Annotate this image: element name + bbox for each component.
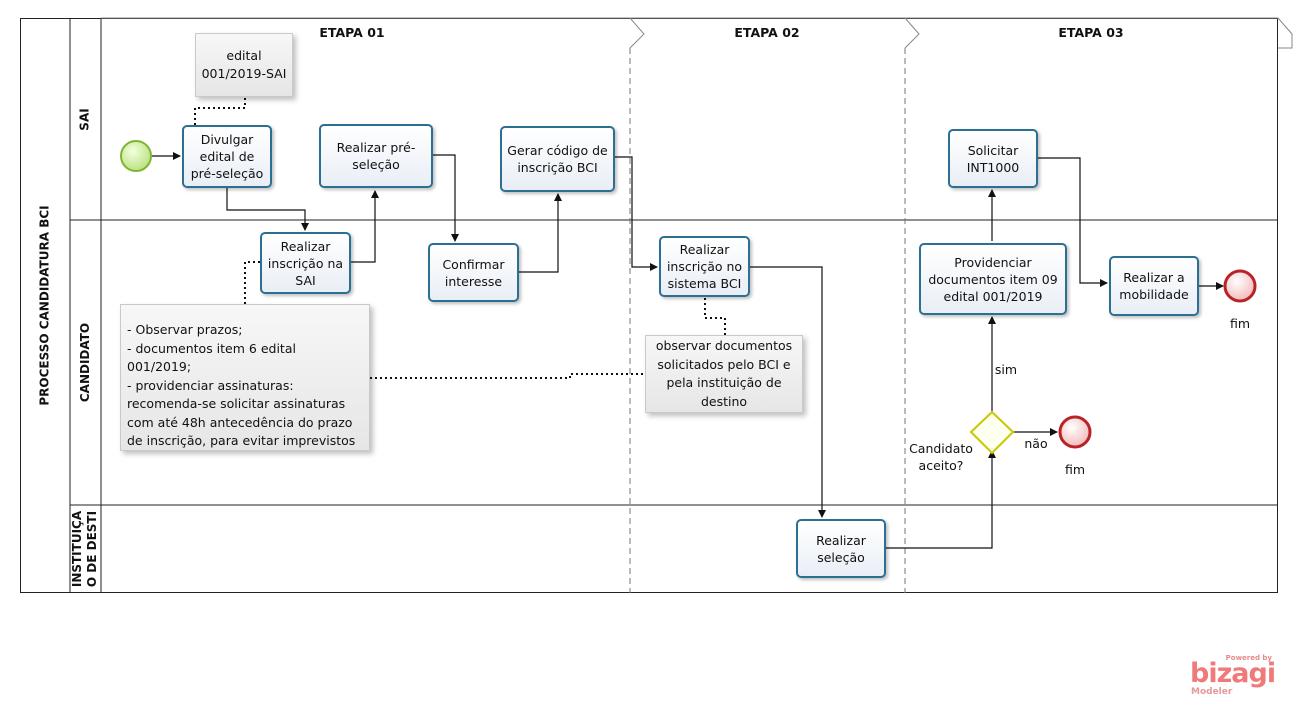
task-realizar-mobilidade[interactable]: Realizar a mobilidade <box>1109 256 1199 316</box>
flow-gerar-inscricaobci <box>615 156 658 271</box>
task-gerar-codigo-bci[interactable]: Gerar código de inscrição BCI <box>500 126 615 192</box>
start-event[interactable] <box>120 140 152 172</box>
flow-inscricao-preselecao <box>351 190 379 263</box>
task-realizar-inscricao-sai[interactable]: Realizar inscrição na SAI <box>260 232 351 294</box>
flow-solicitar-mobilidade <box>1038 157 1108 287</box>
phase-chevron-2 <box>904 17 920 49</box>
gateway-question-label: Candidato aceito? <box>909 441 973 473</box>
association-candidato-note <box>244 261 300 304</box>
flow-inscricaobci-selecao <box>750 266 826 518</box>
flow-confirmar-gerar <box>519 193 562 273</box>
gateway-no-label: não <box>1024 436 1048 451</box>
task-realizar-pre-selecao[interactable]: Realizar pré-seleção <box>319 124 433 188</box>
task-solicitar-int1000[interactable]: Solicitar INT1000 <box>948 129 1038 188</box>
bizagi-watermark: Powered by bizagi Modeler <box>1188 654 1278 700</box>
gateway-yes-label: sim <box>994 362 1018 377</box>
task-realizar-inscricao-bci[interactable]: Realizar inscrição no sistema BCI <box>659 236 750 297</box>
watermark-product: Modeler <box>1191 687 1233 697</box>
end-event-mobilidade[interactable] <box>1223 269 1257 303</box>
flow-divulgar-inscricao <box>226 188 309 231</box>
flow-selecao-gateway <box>886 450 996 549</box>
lane-title-instituicao: INSTITUIÇA O DE DESTI <box>70 510 100 588</box>
association-bci-note <box>370 373 645 379</box>
task-confirmar-interesse[interactable]: Confirmar interesse <box>428 243 519 302</box>
lane-title-sai: SAI <box>78 107 92 131</box>
note-edital: edital 001/2019-SAI <box>195 33 293 97</box>
phase-etapa-01: ETAPA 01 <box>319 25 385 40</box>
association-bci-task <box>704 298 726 335</box>
gateway-candidato-aceito[interactable] <box>969 410 1015 455</box>
task-realizar-selecao[interactable]: Realizar seleção <box>796 519 886 578</box>
phase-etapa-02: ETAPA 02 <box>734 25 800 40</box>
phase-header-outline <box>101 17 1293 49</box>
association-edital <box>194 98 246 128</box>
phase-chevron-1 <box>629 17 645 49</box>
task-divulgar-edital[interactable]: Divulgar edital de pré-seleção <box>182 125 272 188</box>
end-event-rejected[interactable] <box>1058 415 1092 449</box>
watermark-powered-by: Powered by <box>1225 654 1272 662</box>
end-label-rejected: fim <box>1064 462 1086 477</box>
bizagi-logo: bizagi <box>1190 658 1276 689</box>
flow-preselecao-confirmar <box>433 154 459 242</box>
pool-title: PROCESSO CANDIDATURA BCI <box>37 205 52 406</box>
phase-etapa-03: ETAPA 03 <box>1058 25 1124 40</box>
note-bci: observar documentos solicitados pelo BCI… <box>645 335 803 413</box>
task-providenciar-documentos[interactable]: Providenciar documentos item 09 edital 0… <box>919 243 1067 315</box>
lane-title-candidato: CANDIDATO <box>78 322 93 403</box>
end-label-mobilidade: fim <box>1229 316 1251 331</box>
note-candidato: - Observar prazos; - documentos item 6 e… <box>120 304 370 451</box>
